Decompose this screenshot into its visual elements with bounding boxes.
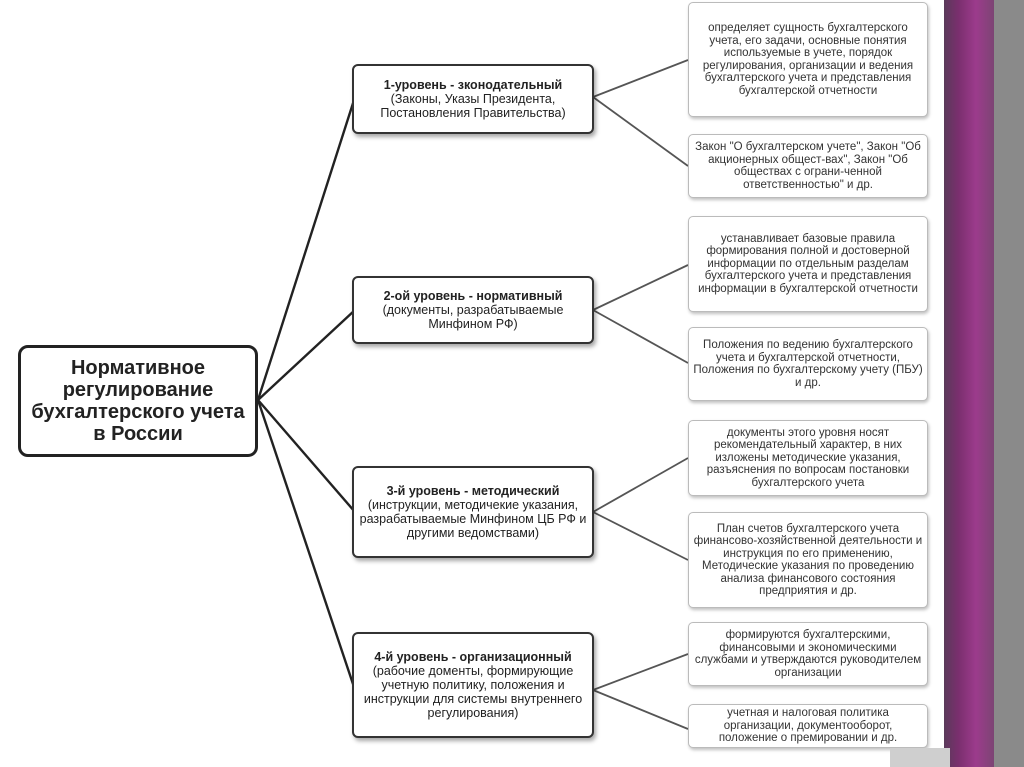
level-3-note-2-text: План счетов бухгалтерского учета финансо… [693, 522, 923, 598]
connector-lines [256, 59, 689, 730]
level-4-text: 4-й уровень - организационный (рабочие д… [358, 650, 588, 720]
connector-level-1-note-2 [592, 96, 689, 167]
connector-level-3-note-2 [592, 511, 689, 561]
connector-level-4-note-1 [592, 653, 689, 691]
level-1-note-1: определяет сущность бухгалтерского учета… [688, 2, 928, 117]
level-1-note-2: Закон "О бухгалтерском учете", Закон "Об… [688, 134, 928, 198]
connector-level-4-note-2 [592, 689, 689, 730]
slide: Нормативное регулирование бухгалтерского… [18, 2, 928, 748]
level-2-title: 2-ой уровень - нормативный [383, 289, 563, 303]
level-1-detail: (Законы, Указы Президента, Постановления… [380, 92, 566, 120]
level-2-node: 2-ой уровень - нормативный (документы, р… [352, 276, 594, 344]
connector-level-3-note-1 [592, 457, 689, 513]
level-2-note-1: устанавливает базовые правила формирован… [688, 216, 928, 312]
root-title: Нормативное регулирование бухгалтерского… [31, 357, 245, 445]
level-4-note-2: учетная и налоговая политика организации… [688, 704, 928, 748]
connector-root-level-3 [257, 399, 356, 513]
level-3-node: 3-й уровень - методический (инструкции, … [352, 466, 594, 558]
level-3-detail: (инструкции, методичекие указания, разра… [359, 498, 587, 540]
level-1-title: 1-уровень - зконодательный [383, 78, 563, 92]
connector-root-level-2 [257, 309, 356, 401]
level-3-note-2: План счетов бухгалтерского учета финансо… [688, 512, 928, 608]
level-2-note-1-text: устанавливает базовые правила формирован… [698, 232, 918, 295]
level-2-note-2: Положения по ведению бухгалтерского учет… [688, 327, 928, 401]
level-1-note-2-text: Закон "О бухгалтерском учете", Закон "Об… [695, 141, 921, 191]
connector-level-1-note-1 [592, 59, 689, 98]
connector-level-2-note-1 [592, 264, 689, 311]
level-3-title: 3-й уровень - методический [386, 484, 560, 498]
root-node: Нормативное регулирование бухгалтерского… [18, 345, 258, 457]
level-4-title: 4-й уровень - организационный [374, 650, 572, 664]
connector-root-level-4 [256, 399, 357, 691]
level-3-text: 3-й уровень - методический (инструкции, … [358, 484, 588, 540]
level-2-detail: (документы, разрабатываемые Минфином РФ) [382, 303, 564, 331]
level-4-note-1-text: формируются бухгалтерскими, финансовыми … [694, 629, 922, 679]
level-1-node: 1-уровень - зконодательный (Законы, Указ… [352, 64, 594, 134]
level-2-note-2-text: Положения по ведению бухгалтерского учет… [693, 339, 923, 389]
level-4-note-2-text: учетная и налоговая политика организации… [718, 707, 898, 745]
slide-bottom-decoration [890, 748, 950, 767]
level-4-detail: (рабочие доменты, формирующие учетную по… [363, 664, 583, 720]
slide-side-gray-strip [994, 0, 1024, 767]
connector-root-level-1 [256, 96, 357, 401]
level-4-note-1: формируются бухгалтерскими, финансовыми … [688, 622, 928, 686]
level-3-note-1: документы этого уровня носят рекомендате… [688, 420, 928, 496]
level-1-note-1-text: определяет сущность бухгалтерского учета… [702, 22, 914, 97]
level-3-note-1-text: документы этого уровня носят рекомендате… [706, 426, 910, 489]
level-2-text: 2-ой уровень - нормативный (документы, р… [358, 289, 588, 331]
level-1-text: 1-уровень - зконодательный (Законы, Указ… [358, 78, 588, 120]
level-4-node: 4-й уровень - организационный (рабочие д… [352, 632, 594, 738]
connector-level-2-note-2 [592, 309, 689, 364]
